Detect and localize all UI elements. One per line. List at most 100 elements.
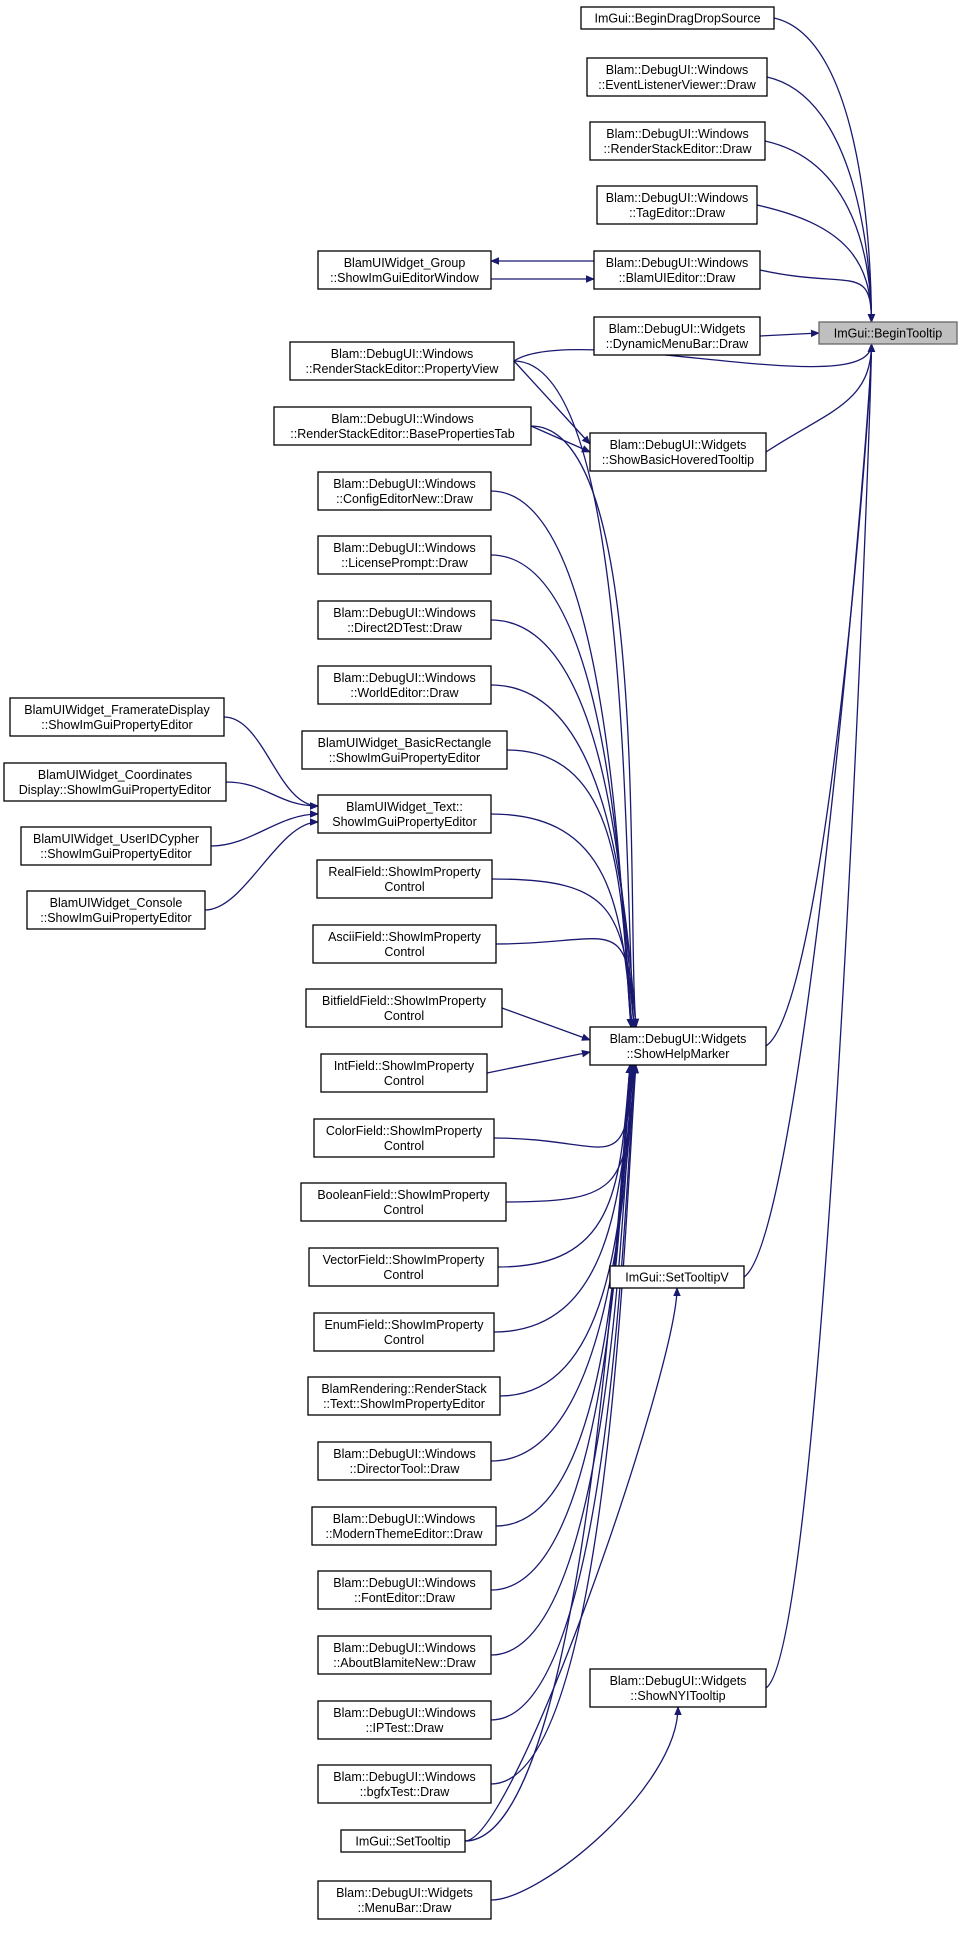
node-sbht[interactable]: Blam::DebugUI::Widgets::ShowBasicHovered… <box>589 432 767 472</box>
node-box <box>818 321 958 345</box>
node-elv[interactable]: Blam::DebugUI::Windows::EventListenerVie… <box>586 57 768 97</box>
node-box <box>317 665 492 705</box>
node-d2d[interactable]: Blam::DebugUI::Windows::Direct2DTest::Dr… <box>317 600 492 640</box>
node-label-line: Control <box>383 1268 423 1282</box>
node-label-line: Blam::DebugUI::Windows <box>333 1706 475 1720</box>
node-root[interactable]: ImGui::BeginTooltip <box>818 321 958 345</box>
node-label-line: ImGui::BeginDragDropSource <box>594 12 760 26</box>
edge-st-to-shm <box>464 1064 634 1842</box>
node-label-line: ImGui::SetTooltip <box>355 1835 450 1849</box>
node-rse[interactable]: Blam::DebugUI::Windows::RenderStackEdito… <box>589 121 766 161</box>
node-bgfx[interactable]: Blam::DebugUI::Windows::bgfxTest::Draw <box>317 1764 492 1804</box>
node-label-line: Blam::DebugUI::Windows <box>333 1512 475 1526</box>
node-box <box>317 535 492 575</box>
node-label-line: ::DynamicMenuBar::Draw <box>606 337 749 351</box>
node-label-line: ::RenderStackEditor::BasePropertiesTab <box>290 427 514 441</box>
node-box <box>307 1376 501 1416</box>
edge-coord-to-txt <box>225 781 319 810</box>
node-we[interactable]: Blam::DebugUI::Windows::WorldEditor::Dra… <box>317 665 492 705</box>
node-snyi[interactable]: Blam::DebugUI::Widgets::ShowNYITooltip <box>589 1668 767 1708</box>
node-grp[interactable]: BlamUIWidget_Group::ShowImGuiEditorWindo… <box>317 250 492 290</box>
edge-abn-to-shm <box>490 1064 637 1656</box>
node-mte[interactable]: Blam::DebugUI::Windows::ModernThemeEdito… <box>311 1506 497 1546</box>
node-label-line: ::EventListenerViewer::Draw <box>598 78 756 92</box>
node-label-line: ColorField::ShowImProperty <box>326 1124 483 1138</box>
node-label-line: Blam::DebugUI::Windows <box>331 347 473 361</box>
edge-uidc-to-txt <box>210 810 319 847</box>
node-label-line: Blam::DebugUI::Windows <box>333 477 475 491</box>
node-box <box>589 432 767 472</box>
node-label-line: ::LicensePrompt::Draw <box>341 556 468 570</box>
node-brect[interactable]: BlamUIWidget_BasicRectangle::ShowImGuiPr… <box>301 730 508 770</box>
node-bdds[interactable]: ImGui::BeginDragDropSource <box>580 6 775 30</box>
node-label-line: Blam::DebugUI::Widgets <box>336 1886 473 1900</box>
node-lp[interactable]: Blam::DebugUI::Windows::LicensePrompt::D… <box>317 535 492 575</box>
node-label-line: EnumField::ShowImProperty <box>324 1318 484 1332</box>
edge-ascii-to-shm <box>495 938 640 1028</box>
edge-st-to-stv <box>464 1287 681 1842</box>
node-label-line: BitfieldField::ShowImProperty <box>322 994 487 1008</box>
node-label-line: Blam::DebugUI::Windows <box>333 1641 475 1655</box>
edge-bdds-to-root <box>773 17 876 323</box>
node-label-line: Control <box>384 1139 424 1153</box>
node-fe[interactable]: Blam::DebugUI::Windows::FontEditor::Draw <box>317 1570 492 1610</box>
node-fps[interactable]: BlamUIWidget_FramerateDisplay::ShowImGui… <box>9 697 225 737</box>
node-label-line: BooleanField::ShowImProperty <box>317 1188 490 1202</box>
node-box <box>317 1441 492 1481</box>
node-label-line: VectorField::ShowImProperty <box>323 1253 486 1267</box>
edge-bgfx-to-shm <box>490 1064 640 1785</box>
node-label-line: ShowImGuiPropertyEditor <box>332 815 477 829</box>
node-box <box>593 316 761 356</box>
node-bpt[interactable]: Blam::DebugUI::Windows::RenderStackEdito… <box>273 406 532 446</box>
node-dir[interactable]: Blam::DebugUI::Windows::DirectorTool::Dr… <box>317 1441 492 1481</box>
node-tag[interactable]: Blam::DebugUI::Windows::TagEditor::Draw <box>596 185 758 225</box>
node-box <box>312 924 497 964</box>
node-label-line: ::ShowImGuiPropertyEditor <box>40 911 191 925</box>
node-box <box>596 185 758 225</box>
node-label-line: BlamUIWidget_UserIDCypher <box>33 832 199 846</box>
node-label-line: RealField::ShowImProperty <box>328 865 481 879</box>
node-box <box>317 471 492 511</box>
node-cons[interactable]: BlamUIWidget_Console::ShowImGuiPropertyE… <box>26 890 206 930</box>
node-label-line: BlamRendering::RenderStack <box>321 1382 487 1396</box>
edge-bpt-to-sbht <box>530 425 591 453</box>
edge-elv-to-root <box>766 76 876 323</box>
node-abn[interactable]: Blam::DebugUI::Windows::AboutBlamiteNew:… <box>317 1635 492 1675</box>
node-label-line: ::FontEditor::Draw <box>354 1591 456 1605</box>
node-label-line: ::IPTest::Draw <box>366 1721 445 1735</box>
node-txt[interactable]: BlamUIWidget_Text::ShowImGuiPropertyEdit… <box>317 794 492 834</box>
node-rst[interactable]: BlamRendering::RenderStack::Text::ShowIm… <box>307 1376 501 1416</box>
edge-txt-to-shm <box>490 813 636 1028</box>
node-label-line: BlamUIWidget_Group <box>344 256 466 270</box>
node-box <box>317 1764 492 1804</box>
node-uidc[interactable]: BlamUIWidget_UserIDCypher::ShowImGuiProp… <box>20 826 212 866</box>
node-label-line: ::WorldEditor::Draw <box>350 686 459 700</box>
edges-layer <box>204 17 876 1901</box>
node-label-line: Control <box>384 945 424 959</box>
edge-real-to-shm <box>491 878 638 1028</box>
node-label-line: ::TagEditor::Draw <box>629 206 726 220</box>
node-box <box>308 1247 499 1287</box>
node-cen[interactable]: Blam::DebugUI::Windows::ConfigEditorNew:… <box>317 471 492 511</box>
node-coord[interactable]: BlamUIWidget_CoordinatesDisplay::ShowImG… <box>3 762 227 802</box>
node-st[interactable]: ImGui::SetTooltip <box>340 1829 466 1853</box>
node-label-line: Control <box>384 880 424 894</box>
node-ipt[interactable]: Blam::DebugUI::Windows::IPTest::Draw <box>317 1700 492 1740</box>
node-bui[interactable]: Blam::DebugUI::Windows::BlamUIEditor::Dr… <box>593 250 761 290</box>
node-stv[interactable]: ImGui::SetTooltipV <box>609 1265 745 1289</box>
node-mb[interactable]: Blam::DebugUI::Widgets::MenuBar::Draw <box>317 1880 492 1920</box>
node-label-line: Blam::DebugUI::Windows <box>333 1576 475 1590</box>
node-box <box>340 1829 466 1853</box>
edge-shm-to-root <box>765 343 876 1047</box>
node-pv[interactable]: Blam::DebugUI::Windows::RenderStackEdito… <box>289 341 515 381</box>
node-shm[interactable]: Blam::DebugUI::Widgets::ShowHelpMarker <box>589 1026 767 1066</box>
node-dmb[interactable]: Blam::DebugUI::Widgets::DynamicMenuBar::… <box>593 316 761 356</box>
